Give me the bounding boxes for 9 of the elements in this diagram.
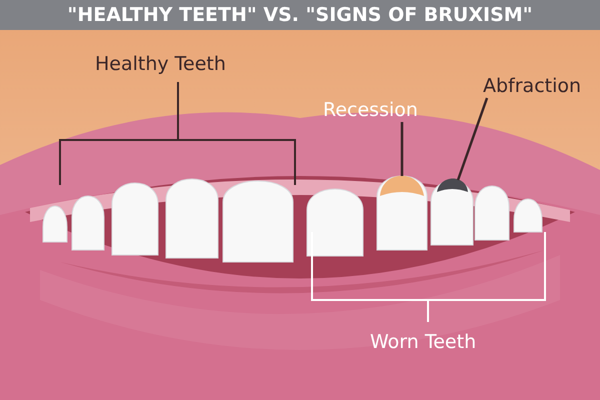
part-label: Recession [323,98,418,122]
part-label: Abfraction [483,74,582,98]
part-label: Healthy Teeth [95,52,226,76]
leader-line [400,122,404,176]
part-label: Worn Teeth [370,330,476,354]
abfraction-notch [437,178,468,192]
gum-recession-patch [380,176,424,196]
leader-line [456,98,488,180]
title-bar: "HEALTHY TEETH" VS. "SIGNS OF BRUXISM" [0,0,600,30]
